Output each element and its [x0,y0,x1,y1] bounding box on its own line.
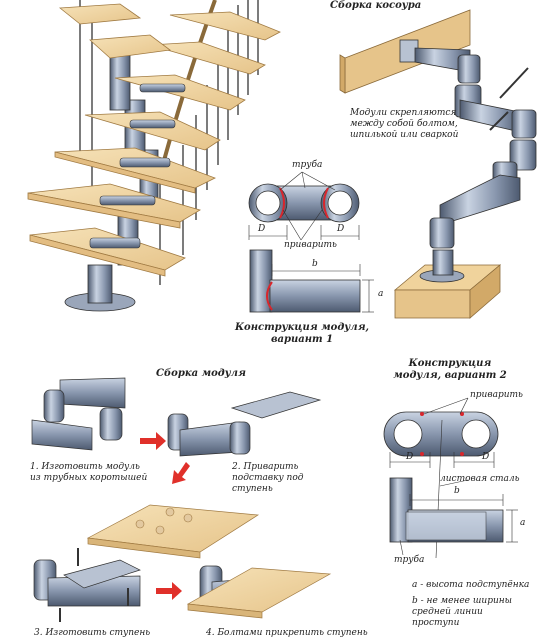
legend-a: a - высота подступёнка [412,580,530,590]
v1-dim-d2: D [337,224,345,234]
step-4-text: 4. Болтами прикрепить ступень [206,628,368,638]
stringer-assembly [339,9,537,319]
modules-fastened-note: Модули скрепляются между собой болтом, ш… [350,108,459,140]
v2-sheet-label: листовая сталь [440,474,520,484]
v2-weld-label: приварить [470,390,523,400]
module-variant-2 [383,397,518,559]
module-variant-1-title: Конструкция модуля, вариант 1 [234,322,370,345]
stringer-assembly-title: Сборка косоура [330,0,422,11]
v2-dim-b: b [454,486,460,496]
step-2-text: 2. Приварить подставку под ступень [232,462,304,494]
v1-dim-a: a [378,289,384,299]
module-variant-2-title: Конструкция модуля, вариант 2 [393,358,507,381]
v2-pipe-label: труба [394,555,425,565]
v2-dim-d2: D [482,452,490,462]
v1-pipe-label: труба [292,160,323,170]
v1-dim-d1: D [258,224,266,234]
module-variant-1 [248,171,374,313]
module-assembly-title: Сборка модуля [156,368,246,379]
legend-b: b - не менее ширины средней линии просту… [412,596,513,628]
module-assembly-steps [31,377,332,622]
v1-dim-b: b [312,259,318,269]
step-3-text: 3. Изготовить ступень [34,628,151,638]
v1-weld-label: приварить [284,240,337,250]
spiral-staircase [27,0,281,312]
v2-dim-a: a [520,518,526,528]
v2-dim-d1: D [406,452,414,462]
step-1-text: 1. Изготовить модуль из трубных коротыше… [30,462,148,483]
